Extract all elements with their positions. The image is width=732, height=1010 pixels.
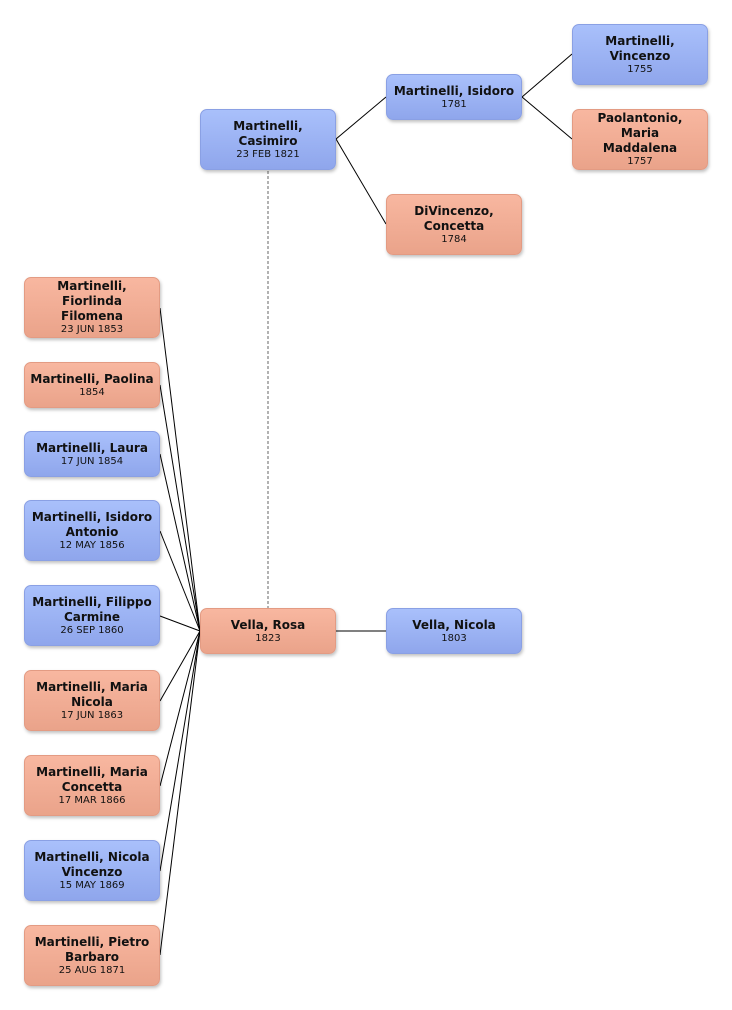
person-name: Martinelli,Fiorlinda Filomena xyxy=(57,279,127,323)
connector-rosa-laura xyxy=(159,453,201,632)
person-date: 15 MAY 1869 xyxy=(59,879,125,891)
person-date: 12 MAY 1856 xyxy=(59,539,125,551)
person-date: 17 JUN 1863 xyxy=(60,709,124,721)
person-date: 1854 xyxy=(79,386,105,398)
person-date: 1803 xyxy=(441,632,467,644)
person-name: Martinelli,Casimiro xyxy=(233,118,303,148)
connector-rosa-maria_c xyxy=(159,630,201,787)
person-card-laura-martinelli[interactable]: Martinelli, Laura 17 JUN 1854 xyxy=(24,431,160,477)
person-date: 23 JUN 1853 xyxy=(60,324,124,335)
person-card-fiorlinda-filomena-martinelli[interactable]: Martinelli,Fiorlinda Filomena 23 JUN 185… xyxy=(24,277,160,338)
connector-casimiro-concetta xyxy=(335,138,387,225)
connector-rosa-fiorlinda xyxy=(159,307,201,632)
connector-rosa-maria_n xyxy=(159,630,201,702)
person-name: Martinelli,Vincenzo xyxy=(605,33,675,63)
person-name: Martinelli, Laura xyxy=(36,440,148,455)
person-date: 1755 xyxy=(627,63,653,75)
person-card-paolina-martinelli[interactable]: Martinelli, Paolina 1854 xyxy=(24,362,160,408)
person-date: 1757 xyxy=(627,156,653,167)
connector-casimiro-isidoro xyxy=(335,96,387,140)
connector-rosa-paolina xyxy=(159,384,201,632)
person-name: Vella, Rosa xyxy=(230,617,306,632)
person-card-isidoro-martinelli[interactable]: Martinelli, Isidoro 1781 xyxy=(386,74,522,120)
person-name: Martinelli, Isidoro xyxy=(393,83,515,98)
person-date: 1823 xyxy=(255,632,281,644)
person-date: 25 AUG 1871 xyxy=(58,964,126,976)
person-card-nicola-vella[interactable]: Vella, Nicola 1803 xyxy=(386,608,522,654)
connector-isidoro-vincenzo xyxy=(521,53,573,98)
person-card-concetta-divincenzo[interactable]: DiVincenzo,Concetta 1784 xyxy=(386,194,522,255)
person-name: Vella, Nicola xyxy=(412,617,496,632)
connector-isidoro-maria xyxy=(521,96,573,140)
person-card-vincenzo-martinelli[interactable]: Martinelli,Vincenzo 1755 xyxy=(572,24,708,85)
person-date: 23 FEB 1821 xyxy=(236,148,300,160)
person-date: 26 SEP 1860 xyxy=(60,624,124,636)
person-card-rosa-vella[interactable]: Vella, Rosa 1823 xyxy=(200,608,336,654)
person-date: 17 MAR 1866 xyxy=(58,794,126,806)
connector-rosa-filippo xyxy=(159,615,201,632)
person-name: DiVincenzo,Concetta xyxy=(414,203,494,233)
connector-rosa-pietro xyxy=(159,630,201,956)
person-date: 17 JUN 1854 xyxy=(60,455,124,467)
person-date: 1781 xyxy=(441,98,467,110)
connector-rosa-nicola_vi xyxy=(159,630,201,872)
person-name: Martinelli, Paolina xyxy=(30,371,154,386)
person-card-casimiro-martinelli[interactable]: Martinelli,Casimiro 23 FEB 1821 xyxy=(200,109,336,170)
person-date: 1784 xyxy=(441,233,467,245)
connector-rosa-isidoro_a xyxy=(159,530,201,632)
